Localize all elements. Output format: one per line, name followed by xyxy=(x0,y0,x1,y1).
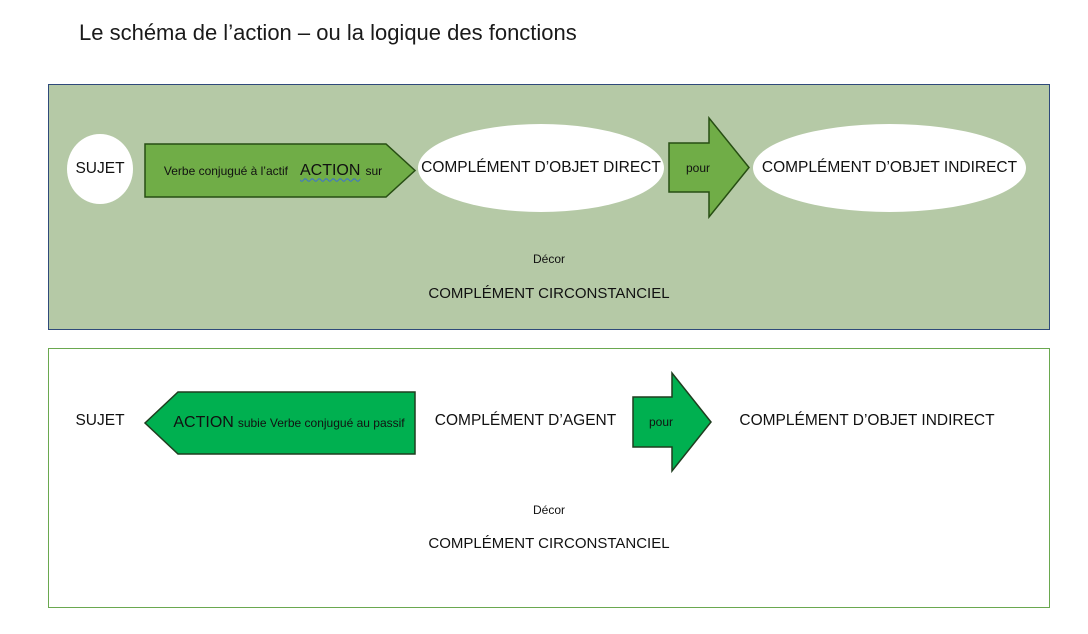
sujet-ellipse: SUJET xyxy=(67,134,133,204)
pentagon-arrow-shape xyxy=(144,143,417,198)
complement-circonstanciel-label: COMPLÉMENT CIRCONSTANCIEL xyxy=(428,285,670,302)
complement-circonstanciel-label: COMPLÉMENT CIRCONSTANCIEL xyxy=(428,535,670,552)
action-passive-label: ACTION subie Verbe conjugué au passif xyxy=(144,391,416,455)
cod-ellipse: COMPLÉMENT D’OBJET DIRECT xyxy=(418,124,664,212)
action-pentagon-arrow: Verbe conjugué à l’actif ACTION sur xyxy=(144,143,417,198)
right-arrow-shape xyxy=(668,115,750,220)
action-word: ACTION xyxy=(173,414,234,431)
coi-ellipse: COMPLÉMENT D’OBJET INDIRECT xyxy=(718,380,1016,462)
action-label: Verbe conjugué à l’actif ACTION sur xyxy=(144,143,416,198)
verb-suffix: sur xyxy=(365,163,383,178)
pour-label: pour xyxy=(648,415,674,429)
pour-arrow-passive: pour xyxy=(632,370,712,474)
pour-arrow-active: pour xyxy=(668,115,750,220)
left-pentagon-arrow-shape xyxy=(143,391,416,455)
action-left-pentagon-arrow: ACTION subie Verbe conjugué au passif xyxy=(143,391,416,455)
sujet-ellipse: SUJET xyxy=(67,386,133,456)
action-word: ACTION xyxy=(299,161,361,179)
verb-prefix: Verbe conjugué à l’actif xyxy=(163,163,288,178)
verb-suffix: subie Verbe conjugué au passif xyxy=(237,416,405,430)
decor-label: Décor xyxy=(532,503,565,517)
pour-label: pour xyxy=(685,160,711,175)
page-title: Le schéma de l’action – ou la logique de… xyxy=(79,20,577,45)
agent-ellipse: COMPLÉMENT D’AGENT xyxy=(426,384,625,457)
coi-ellipse: COMPLÉMENT D’OBJET INDIRECT xyxy=(753,124,1026,212)
decor-label: Décor xyxy=(532,252,565,266)
right-arrow-shape xyxy=(632,370,712,474)
